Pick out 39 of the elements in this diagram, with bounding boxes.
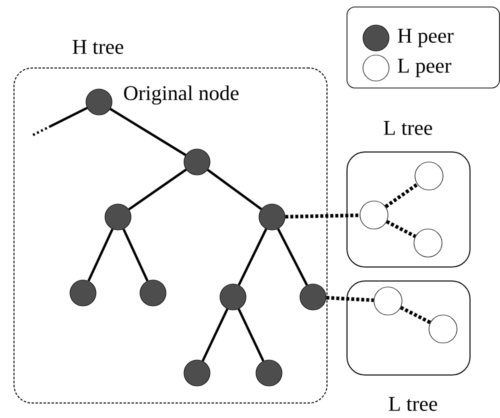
connector-line (400, 306, 432, 324)
tree-heading: H tree (72, 40, 124, 54)
peer-circle (300, 284, 326, 310)
peer-circle (374, 286, 402, 316)
legend-label: H peer (398, 28, 454, 48)
peer-circle (86, 88, 112, 116)
connector-line (386, 220, 416, 238)
connector-line (128, 168, 187, 210)
connector-line (277, 228, 308, 286)
peer-circle (256, 360, 282, 386)
legend-label: L peer (398, 58, 452, 78)
connector-line (122, 228, 149, 282)
peer-circle (360, 200, 388, 230)
peer-circle (414, 162, 444, 190)
peer-circle (184, 148, 210, 176)
connector-line (238, 308, 264, 362)
connector-line (285, 213, 360, 219)
tree-region (14, 68, 328, 404)
node-caption: Original node (124, 85, 239, 105)
connector-line (238, 228, 268, 286)
tree-box (346, 152, 470, 268)
connector-line (202, 308, 228, 362)
connector-line (32, 106, 88, 136)
connector-line (384, 182, 418, 208)
peer-circle (104, 204, 132, 230)
peer-circle (414, 228, 442, 258)
peer-circle (140, 280, 166, 306)
peer-circle (220, 284, 246, 310)
peer-circle (258, 204, 286, 230)
tree-heading: L tree (388, 397, 438, 411)
peer-circle (184, 360, 210, 386)
peer-circle (70, 280, 96, 306)
tree-heading: L tree (384, 121, 432, 135)
tree-box (346, 280, 470, 376)
connector-line (326, 296, 374, 302)
peer-circle (428, 314, 458, 344)
connector-line (87, 228, 114, 282)
connector-line (110, 108, 186, 156)
connector-line (207, 168, 262, 210)
